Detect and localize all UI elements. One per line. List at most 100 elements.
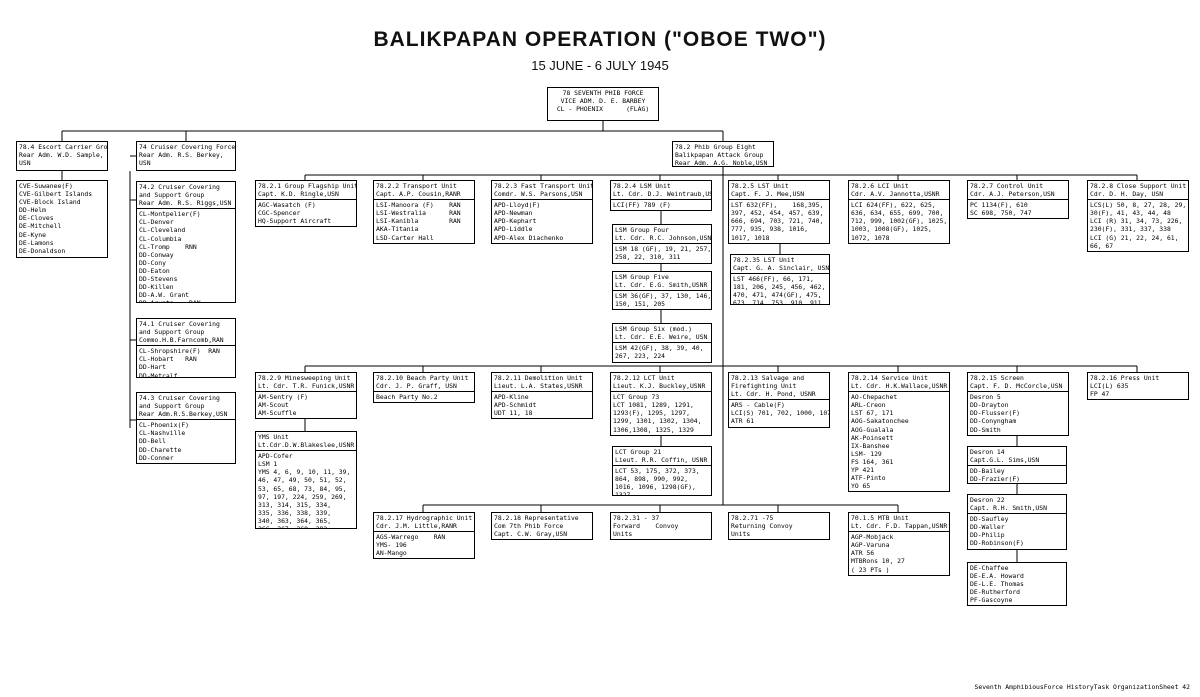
header-line: Lt. Cdr. T.R. Funick,USNR <box>258 382 355 391</box>
body-line: DD-Killen <box>139 283 174 292</box>
body-line: 267, 223, 224 <box>615 352 666 361</box>
body-line: 46, 47, 49, 50, 51, 52, <box>258 476 347 485</box>
body-line: AGS-Warrego RAN <box>376 533 446 542</box>
header-line: 78.2.10 Beach Party Unit <box>376 374 469 382</box>
header-line: Rear Adm. R.S. Berkey, <box>139 151 224 160</box>
body-line: DE-Rutherford <box>970 588 1021 597</box>
header-line: Capt. R.H. Smith,USN <box>970 504 1047 513</box>
body-line: DD-Robinson(F) <box>970 539 1024 548</box>
header-line: Lt. Cdr. E.G. Smith,USNR <box>615 281 708 290</box>
body-line: 1072, 1078 <box>851 233 890 242</box>
header-line: 70.1.5 MTB Unit <box>851 514 909 522</box>
header-divider <box>1088 199 1188 201</box>
body-line: AM-Scuffle <box>258 409 297 418</box>
header-line: Capt. C.W. Gray,USN <box>494 530 568 539</box>
body-line: 1016, 1096, 1298(GF), <box>615 483 696 492</box>
body-line: YP 421 <box>851 466 875 475</box>
header-divider <box>968 391 1068 393</box>
body-line: 397, 452, 454, 457, 639, <box>731 209 824 218</box>
body-line: DE-Kyne <box>19 230 46 239</box>
header-divider <box>492 199 592 201</box>
header-line: LCT Group 21 <box>615 448 662 456</box>
header-line: 78.2 Phib Group Eight <box>675 143 756 151</box>
body-line: FS 164, 361 <box>851 457 894 466</box>
body-line: LCI(FF) 789 (F) <box>613 201 671 210</box>
body-line: DD-Charette <box>139 445 182 454</box>
body-line: DE-E.A. Howard <box>970 572 1024 581</box>
unit-row2-box-4-body: ARS - Cable(F)LCI(S) 701, 702, 1000, 107… <box>729 400 829 426</box>
body-line: DD-Burns <box>139 462 233 463</box>
header-line: Lieut. K.J. Buckley,USNR <box>613 382 706 391</box>
body-line: Desron 5 <box>970 393 1001 402</box>
header-line: LSM Group Four <box>615 226 669 234</box>
header-line: Comdr. W.S. Parsons,USN <box>494 190 583 199</box>
header-divider <box>613 290 711 292</box>
body-line: 1003, 1008(GF), 1025, <box>851 225 932 234</box>
header-line: Cdr. J. P. Graff, USN <box>376 382 457 391</box>
header-line: Units <box>613 530 633 539</box>
body-line: DD-Arunta RAN <box>139 299 233 302</box>
header-line: and Support Group <box>139 191 205 200</box>
header-line: LSM Group Five <box>615 273 669 281</box>
body-line: DD-Metcalf <box>139 371 178 378</box>
body-line: DE-L.E. Thomas <box>970 580 1024 589</box>
header-divider <box>137 208 235 210</box>
header-line: 78.2.13 Salvage and <box>731 374 805 382</box>
unit-row1-box-4-body: LST 632(FF), 168,395,397, 452, 454, 457,… <box>729 200 829 242</box>
header-divider <box>613 342 711 344</box>
body-line: AK-Poinsett <box>851 433 894 442</box>
body-line: LCT 53, 175, 372, 373, <box>615 467 700 476</box>
header-line: 74.2 Cruiser Covering <box>139 183 220 191</box>
header-line: Capt. F. J. Mee,USN <box>731 190 805 199</box>
header-divider <box>849 531 949 533</box>
body-line: 366, 367, 368, 392 <box>258 525 354 528</box>
body-line: DD-Flusser(F) <box>970 409 1021 418</box>
header-line: Com 7th Phib Force <box>494 522 564 531</box>
body-line: APD-Alex Diachenko <box>494 233 564 242</box>
header-line: Lt.Cdr.D.W.Blakeslee,USNR <box>258 441 355 450</box>
footer-note: Seventh AmphibiousForce HistoryTask Orga… <box>975 683 1191 691</box>
body-line: 864, 898, 990, 992, <box>615 475 689 484</box>
body-line: CL-Cleveland <box>139 226 186 235</box>
header-divider <box>849 199 949 201</box>
lsm-group-box-2-body: LSM 42(GF), 38, 39, 40,267, 223, 224 <box>613 343 711 361</box>
header-line: 78 SEVENTH PHIB FORCE <box>562 89 644 97</box>
body-line: 230(F), 331, 337, 338 <box>1090 225 1171 234</box>
header-line: Cdr. D. H. Day, USN <box>1090 190 1164 199</box>
header-line: USN <box>139 159 151 168</box>
header-line: 74.1 Cruiser Covering <box>139 320 220 328</box>
unit-row2-box-1-body: Beach Party No.2 <box>374 392 474 402</box>
body-line: ATF-Pinto <box>851 474 886 483</box>
body-line: LST 466(FF), 66, 171, <box>733 275 814 284</box>
body-line: 150, 151, 205 <box>615 300 666 309</box>
header-divider <box>613 465 711 467</box>
body-line: CVE-Suwanee(F) <box>19 182 73 190</box>
body-line: DE-Chaffee <box>970 564 1009 572</box>
header-line: 78.2.18 Representative <box>494 514 579 522</box>
header-divider <box>729 399 829 401</box>
body-line: 470, 471, 474(GF), 475, <box>733 291 822 300</box>
body-line: ATR 56 <box>851 549 875 558</box>
body-line: LSM 1 <box>258 460 278 469</box>
body-line: CGC-Spencer <box>258 209 301 218</box>
body-line: LCT Group 73 <box>613 393 660 402</box>
body-line: DE-Mitchell <box>19 222 62 231</box>
header-line: Lt. Cdr. R.C. Johnson,USN <box>615 234 712 243</box>
lct-group-21-box-body: LCT 53, 175, 372, 373,864, 898, 990, 992… <box>613 466 711 495</box>
body-line: CL-Hobart RAN <box>139 355 197 364</box>
body-line: 258, 22, 310, 311 <box>615 253 681 262</box>
header-divider <box>256 391 356 393</box>
header-line: 78.2.16 Press Unit <box>1090 374 1160 382</box>
